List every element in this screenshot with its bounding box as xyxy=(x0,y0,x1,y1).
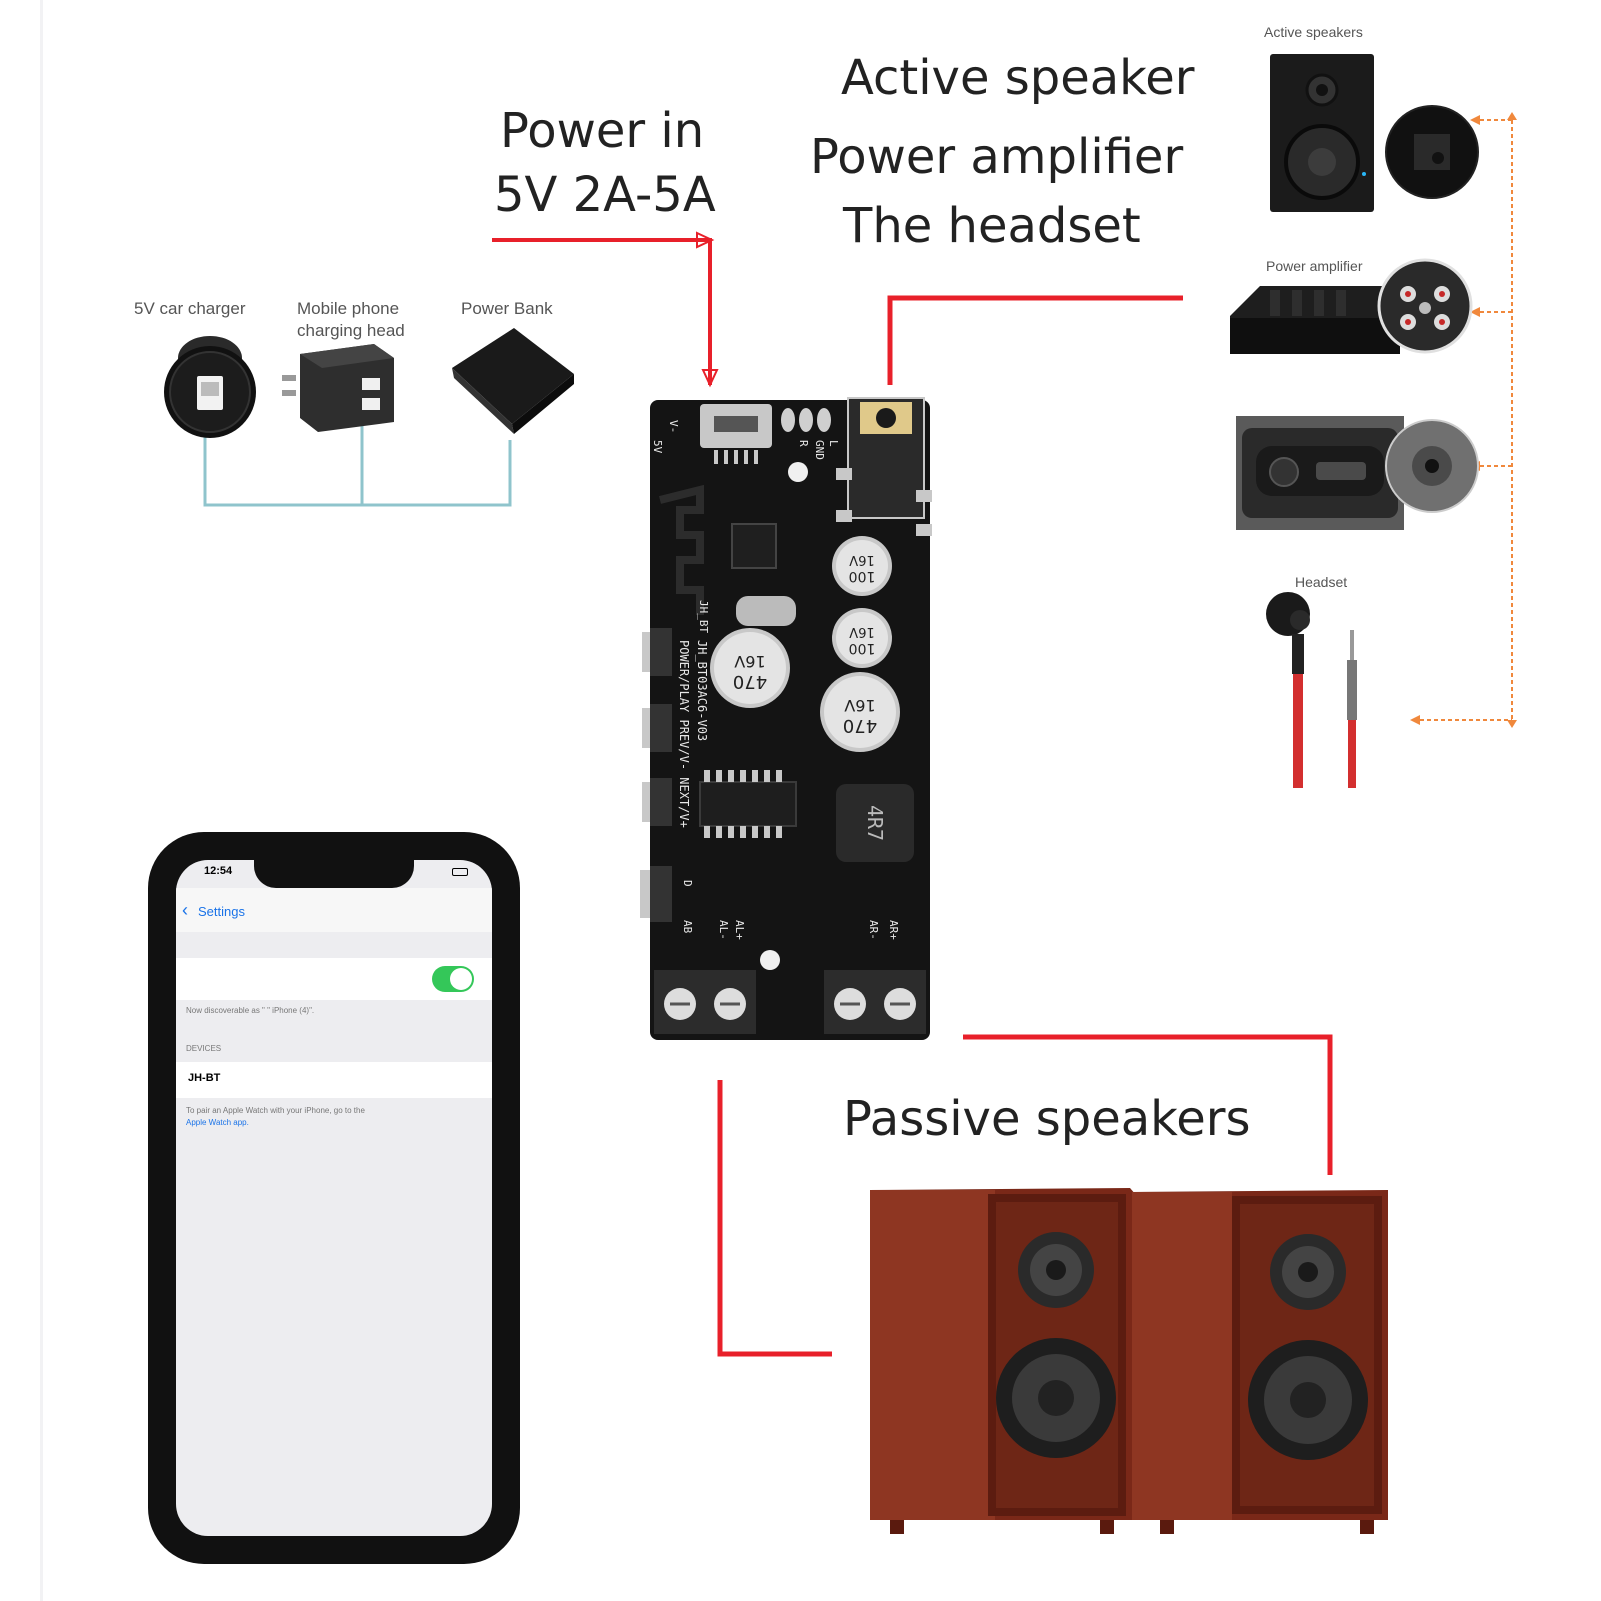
pin-al-minus: AL- xyxy=(717,920,730,940)
amp-chip xyxy=(699,781,797,827)
inductor xyxy=(836,784,914,862)
car-charger-label: 5V car charger xyxy=(134,299,246,318)
devices-header: DEVICES xyxy=(186,1044,222,1053)
power-arrow-head-v xyxy=(701,369,719,388)
footer-text: To pair an Apple Watch with your iPhone,… xyxy=(186,1106,365,1115)
bluetooth-toggle[interactable] xyxy=(432,966,474,992)
passive-speakers-image xyxy=(870,1188,1388,1534)
inductor-text: 4R7 xyxy=(863,805,887,841)
power-bank-icon xyxy=(452,328,574,434)
apple-watch-link[interactable]: Apple Watch app. xyxy=(186,1118,249,1127)
smartphone: 12:54 ‹ Settings Now discoverable as " "… xyxy=(148,832,520,1564)
passive-speakers-label: Passive speakers xyxy=(843,1091,1251,1147)
pin-ar-minus: AR- xyxy=(867,920,880,940)
cap-small-2-voltage: 16V xyxy=(849,624,875,639)
car-aux-icon xyxy=(1236,416,1479,530)
pin-r: R xyxy=(797,440,810,447)
active-speaker-icon xyxy=(1270,54,1479,212)
phone-screen: 12:54 ‹ Settings Now discoverable as " "… xyxy=(176,860,492,1536)
terminal-left xyxy=(654,970,756,1034)
power-arrow-head-h xyxy=(696,231,715,249)
cap-large-2-value: 470 xyxy=(843,715,877,736)
pin-5v: 5V xyxy=(651,440,664,454)
right-speaker xyxy=(1132,1190,1388,1534)
active-speaker-label: Active speaker xyxy=(841,50,1195,106)
battery-icon xyxy=(452,868,468,876)
cap-small-1-value: 100 xyxy=(849,568,876,584)
capacitor-large-1 xyxy=(710,628,790,708)
capacitor-small-2 xyxy=(832,608,892,668)
headset-small-label: Headset xyxy=(1295,574,1348,590)
power-source-bracket xyxy=(203,405,512,507)
left-speaker-line xyxy=(717,1080,832,1357)
pin-al-plus: AL+ xyxy=(733,920,746,940)
pin-ar-plus: AR+ xyxy=(887,920,900,940)
left-edge-line xyxy=(40,0,43,1601)
board-model-text: JH_BT03AC6-V03 xyxy=(695,640,709,741)
pin-ab: AB xyxy=(681,920,694,934)
power-amplifier-label: Power amplifier xyxy=(810,129,1184,185)
cap-large-1-voltage: 16V xyxy=(734,652,765,671)
pin-gnd: GND xyxy=(813,440,826,460)
pin-d: D xyxy=(681,880,694,887)
power-amplifier-small-label: Power amplifier xyxy=(1266,258,1363,274)
discoverable-text: Now discoverable as " " iPhone (4)". xyxy=(186,1006,315,1015)
device-name[interactable]: JH-BT xyxy=(188,1072,221,1084)
phone-charger-icon xyxy=(282,344,394,432)
power-bank-label: Power Bank xyxy=(461,299,553,318)
toggle-knob xyxy=(450,968,472,990)
cap-large-2-voltage: 16V xyxy=(844,696,875,715)
headset-icon xyxy=(1266,592,1357,788)
left-speaker xyxy=(870,1188,1142,1534)
capacitor-large-2 xyxy=(820,672,900,752)
pin-v-minus: V- xyxy=(667,420,680,433)
power-amplifier-icon xyxy=(1230,258,1473,354)
power-in-label-2: 5V 2A-5A xyxy=(494,167,716,223)
cap-small-1-voltage: 16V xyxy=(849,552,875,567)
right-speaker-line xyxy=(963,1034,1333,1175)
board-buttons-text: POWER/PLAY PREV/V- NEXT/V+ xyxy=(677,640,691,828)
capacitor-small-1 xyxy=(832,536,892,596)
bluetooth-amplifier-board: 470 16V 470 16V 100 16V 100 16V JH_BT03A… xyxy=(640,397,932,1040)
car-charger-icon xyxy=(164,336,256,438)
settings-back-link[interactable]: Settings xyxy=(198,904,245,919)
phone-notch xyxy=(254,860,414,888)
cap-small-2-value: 100 xyxy=(849,640,876,656)
output-bracket xyxy=(1420,119,1513,721)
phone-header xyxy=(176,888,492,932)
status-time: 12:54 xyxy=(204,865,233,877)
active-speakers-small-label: Active speakers xyxy=(1264,24,1363,40)
headset-label: The headset xyxy=(843,198,1141,254)
bt-chip xyxy=(731,523,777,569)
phone-charger-label: Mobile phone charging head xyxy=(297,299,405,341)
pin-l: L xyxy=(827,440,840,447)
cap-large-1-value: 470 xyxy=(733,671,767,692)
terminal-right xyxy=(824,970,926,1034)
power-in-label-1: Power in xyxy=(500,103,705,159)
board-jhbt-text: JH_BT xyxy=(697,600,710,633)
device-row[interactable] xyxy=(176,1062,492,1098)
output-line xyxy=(887,295,1183,385)
back-chevron-icon[interactable]: ‹ xyxy=(182,900,188,920)
